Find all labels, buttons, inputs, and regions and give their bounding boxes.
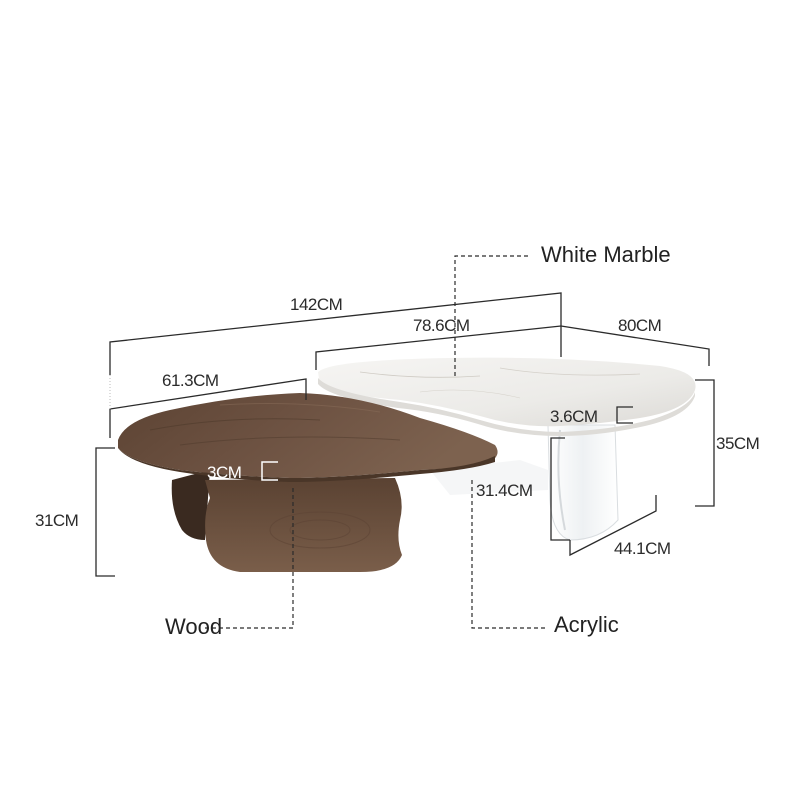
dimension-wood-height: 31CM <box>35 511 79 530</box>
dimension-total-length: 142CM <box>290 295 343 314</box>
dimension-acrylic-height: 31.4CM <box>476 481 533 500</box>
dimension-wood-thickness: 3CM <box>207 463 242 482</box>
dimension-marble-thickness: 3.6CM <box>550 407 598 426</box>
material-label-acrylic: Acrylic <box>554 612 619 637</box>
dimension-marble-depth: 80CM <box>618 316 662 335</box>
leader-lines <box>205 255 545 629</box>
dimension-acrylic-width: 44.1CM <box>614 539 671 558</box>
dimension-marble-height: 35CM <box>716 434 760 453</box>
dimension-lines <box>95 292 715 577</box>
marble-tabletop <box>318 357 696 436</box>
material-label-white-marble: White Marble <box>541 242 671 267</box>
wood-legs <box>171 470 402 572</box>
dimension-marble-length: 78.6CM <box>413 316 470 335</box>
wood-tabletop <box>118 393 498 482</box>
thickness-brackets <box>261 406 633 481</box>
dimension-wood-length: 61.3CM <box>162 371 219 390</box>
material-label-wood: Wood <box>165 614 223 639</box>
